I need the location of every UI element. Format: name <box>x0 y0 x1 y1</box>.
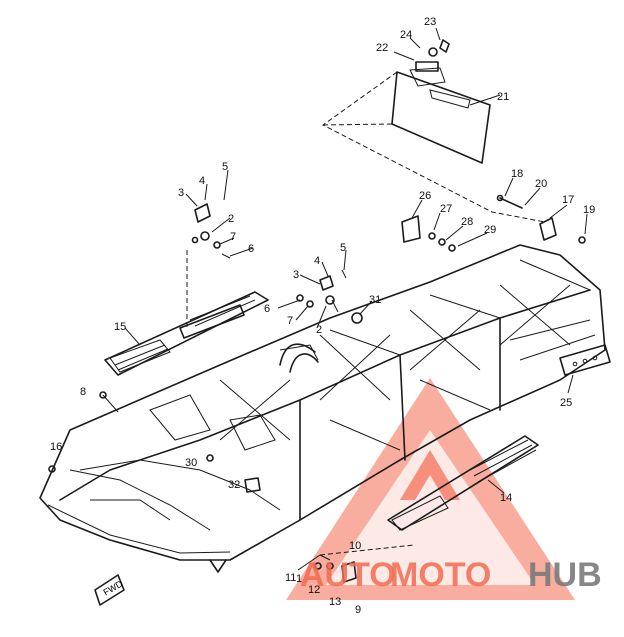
watermark-triangle-logo <box>286 378 575 600</box>
callout-26: 26 <box>419 190 431 202</box>
rear-hardware <box>401 194 586 252</box>
callout-labels: 1 2 2 3 3 4 4 5 5 6 6 7 7 8 9 10 11 12 1… <box>50 16 595 616</box>
leader-lines <box>124 27 588 494</box>
callout-23: 23 <box>424 16 436 28</box>
callout-7-center: 7 <box>287 315 293 327</box>
callout-16: 16 <box>50 441 62 453</box>
callout-27: 27 <box>440 203 452 215</box>
callout-7-upper: 7 <box>230 231 236 243</box>
callout-5-upper: 5 <box>222 161 228 173</box>
callout-20: 20 <box>535 178 547 190</box>
callout-8: 8 <box>80 386 86 398</box>
callout-15: 15 <box>114 321 126 333</box>
callout-30: 30 <box>185 457 197 469</box>
bracket-assembly-left <box>186 203 231 330</box>
callout-14: 14 <box>500 492 512 504</box>
callout-5-center: 5 <box>340 242 346 254</box>
watermark-auto: AUTO <box>300 556 396 594</box>
watermark-text: AUTO MOTO HUB <box>300 556 602 594</box>
front-direction-marker: FWD <box>94 574 125 606</box>
callout-32: 32 <box>228 479 240 491</box>
callout-19: 19 <box>583 204 595 216</box>
callout-4-upper: 4 <box>199 175 205 187</box>
watermark-moto: MOTO <box>390 556 491 594</box>
callout-21: 21 <box>497 91 509 103</box>
right-footstep-14 <box>387 435 539 531</box>
callout-6-center: 6 <box>264 303 270 315</box>
cover-plate-21 <box>322 67 546 223</box>
callout-2-center: 2 <box>316 324 322 336</box>
callout-29: 29 <box>484 224 496 236</box>
callout-28: 28 <box>461 216 473 228</box>
callout-17: 17 <box>562 194 574 206</box>
callout-22: 22 <box>376 42 388 54</box>
hull-frame <box>39 244 611 573</box>
callout-10: 10 <box>349 540 361 552</box>
callout-25: 25 <box>560 397 572 409</box>
callout-18: 18 <box>511 168 523 180</box>
callout-3-center: 3 <box>293 269 299 281</box>
misc-parts <box>48 312 415 583</box>
bracket-assembly-center <box>296 269 347 308</box>
callout-11: 11 <box>285 572 296 584</box>
callout-13: 13 <box>329 596 341 608</box>
callout-12: 12 <box>308 584 320 596</box>
left-footstep-15 <box>104 291 269 376</box>
callout-31: 31 <box>369 294 381 306</box>
callout-3-upper: 3 <box>178 187 184 199</box>
callout-6-upper: 6 <box>248 243 254 255</box>
watermark-hub: HUB <box>528 556 602 594</box>
callout-4-center: 4 <box>314 255 320 267</box>
callout-1: 1 <box>296 573 302 585</box>
callout-2-upper: 2 <box>228 213 234 225</box>
callout-24: 24 <box>400 29 412 41</box>
callout-9: 9 <box>355 604 361 616</box>
hardware-22-24 <box>415 39 450 72</box>
